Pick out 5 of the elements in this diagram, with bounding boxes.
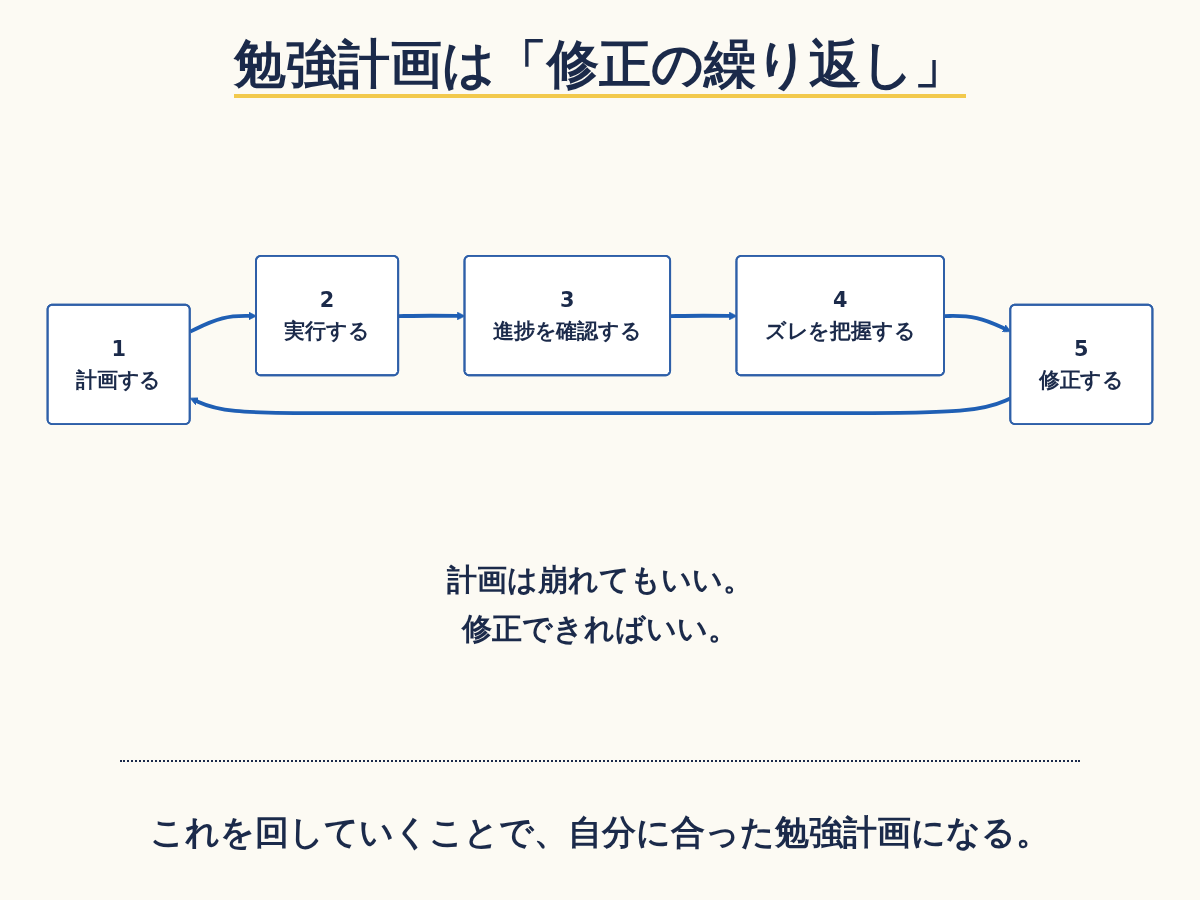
center-message: 修正できればいい。 (462, 610, 738, 648)
caption: これを回していくことで、自分に合った勉強計画になる。 (150, 812, 1050, 852)
title: 勉強計画は「修正の繰り返し」 (234, 34, 966, 98)
center-message: 計画は崩れてもいい。 (447, 561, 753, 599)
arrow (189, 311, 257, 334)
